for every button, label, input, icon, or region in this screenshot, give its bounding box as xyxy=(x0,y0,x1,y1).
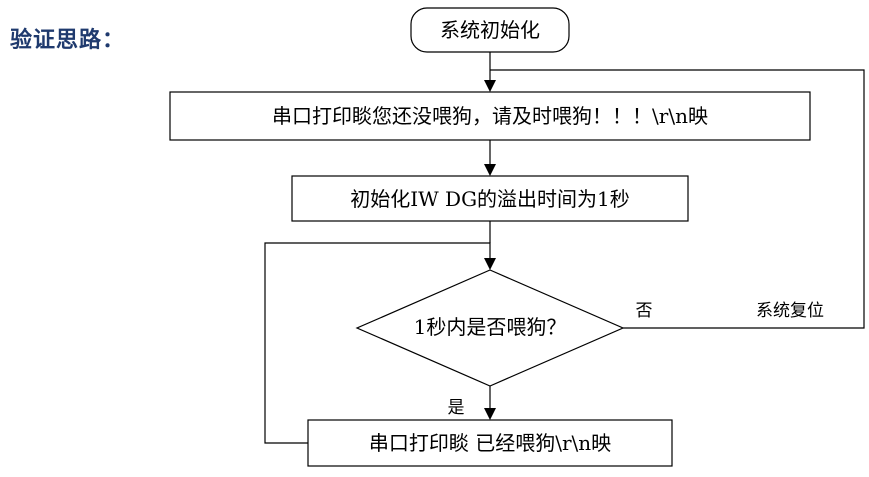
yes-label: 是 xyxy=(448,398,465,418)
step1-label: 串口打印睒您还没喂狗，请及时喂狗！！！\r\n映 xyxy=(272,104,708,128)
page-heading: 验证思路： xyxy=(10,28,126,53)
step2-label: 初始化IW DG的溢出时间为1秒 xyxy=(350,187,630,211)
step2-box xyxy=(291,175,689,222)
no-branch-line xyxy=(490,69,865,329)
arrowhead-step1 xyxy=(484,80,496,92)
arrowhead-step3 xyxy=(484,408,496,420)
decision-label: 1秒内是否喂狗？ xyxy=(414,315,567,339)
loop-back-line xyxy=(264,242,491,444)
arrowhead-decision xyxy=(484,258,496,270)
reset-label: 系统复位 xyxy=(756,301,824,321)
step3-label: 串口打印睒 已经喂狗\r\n映 xyxy=(369,431,611,455)
arrowhead-step2 xyxy=(484,164,496,176)
start-label: 系统初始化 xyxy=(440,18,540,42)
step3-box xyxy=(307,419,673,467)
no-label: 否 xyxy=(636,301,653,321)
